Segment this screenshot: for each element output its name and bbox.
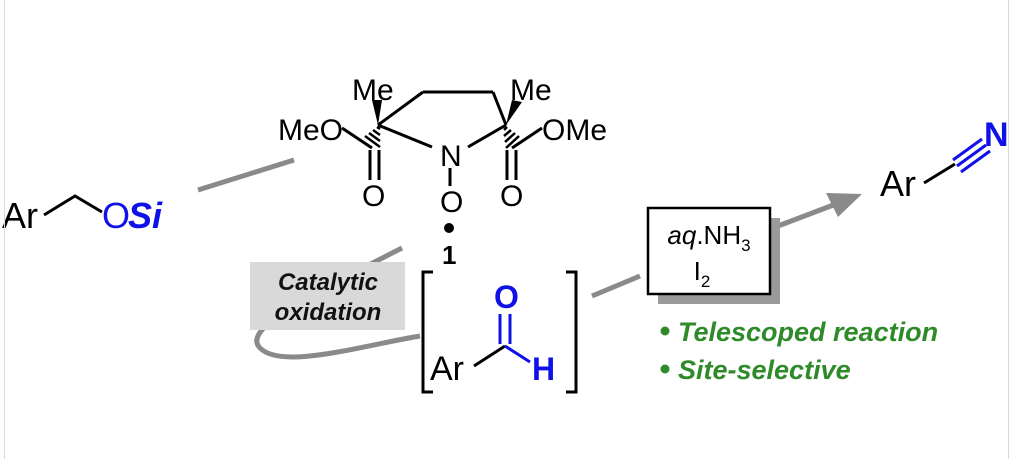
carbonyl-oxygen-left: O: [362, 180, 385, 213]
ester-bond-left: [341, 126, 373, 150]
arrow-segment-upper: [777, 201, 837, 229]
triple-bond-2: [956, 143, 987, 168]
catalyst-number: 1: [442, 240, 456, 270]
c-h-bond: [504, 344, 531, 364]
ester-bond-right: [511, 126, 543, 150]
catalyst-structure: Me Me MeO OMe N O O O 1: [278, 74, 607, 270]
radical-dot: [444, 223, 454, 233]
arrow-segment-lower: [591, 273, 641, 299]
feature-item: Site-selective: [678, 355, 851, 385]
catalytic-oxidation-label: Catalytic oxidation: [250, 262, 405, 330]
reagent-iodine: I2: [694, 256, 711, 291]
substrate-ar: Ar: [2, 195, 38, 236]
reagent-ammonia: aq.NH3: [667, 220, 750, 255]
label-line-1: Catalytic: [278, 269, 378, 296]
substrate-o: O: [102, 195, 130, 236]
bullet-dot: [660, 326, 670, 336]
methyl-right: Me: [510, 74, 552, 107]
ar-c-bond-product: [923, 162, 956, 185]
aldehyde-hydrogen: H: [532, 351, 555, 387]
triple-bond-1: [952, 137, 983, 162]
label-line-2: oxidation: [275, 299, 382, 326]
ring-bond: [377, 90, 424, 127]
bracket-left: [421, 270, 433, 394]
reagents-frame: [646, 206, 772, 296]
ar-c-bond: [473, 344, 506, 368]
substrate-si: Si: [128, 195, 163, 236]
hash-bond-right: [503, 126, 520, 149]
feature-item: Telescoped reaction: [678, 317, 938, 347]
methoxy-right: OMe: [542, 114, 607, 147]
aldehyde-intermediate: Ar O H: [421, 270, 578, 394]
ring-bond: [467, 123, 507, 149]
nitroxide-oxygen: O: [440, 186, 463, 219]
ring-bond: [491, 91, 508, 126]
product-ar: Ar: [880, 163, 916, 204]
nitrogen-label: N: [440, 140, 462, 173]
arrow-head: [826, 193, 862, 217]
wedge-bond-right: [506, 100, 522, 125]
nitrile-product: Ar N: [880, 116, 1009, 204]
product-nitrogen: N: [984, 116, 1009, 154]
carbonyl-oxygen-right: O: [500, 180, 523, 213]
reagents-box: aq.NH3 I2: [646, 206, 772, 296]
substrate: Ar O Si: [2, 194, 163, 236]
hash-bond-left: [364, 125, 381, 149]
feature-list: Telescoped reaction Site-selective: [660, 317, 938, 385]
ring-bond: [377, 123, 433, 149]
triple-bond-3: [960, 149, 991, 174]
methyl-left: Me: [352, 74, 394, 107]
wedge-bond-left: [372, 100, 382, 125]
methoxy-left: MeO: [278, 114, 343, 147]
aldehyde-ar: Ar: [430, 350, 464, 388]
connector-line: [197, 157, 295, 193]
bullet-dot: [660, 364, 670, 374]
label-background: [250, 262, 405, 330]
bracket-right: [566, 270, 578, 394]
substrate-bonds: [43, 194, 103, 217]
aldehyde-oxygen: O: [494, 279, 519, 315]
